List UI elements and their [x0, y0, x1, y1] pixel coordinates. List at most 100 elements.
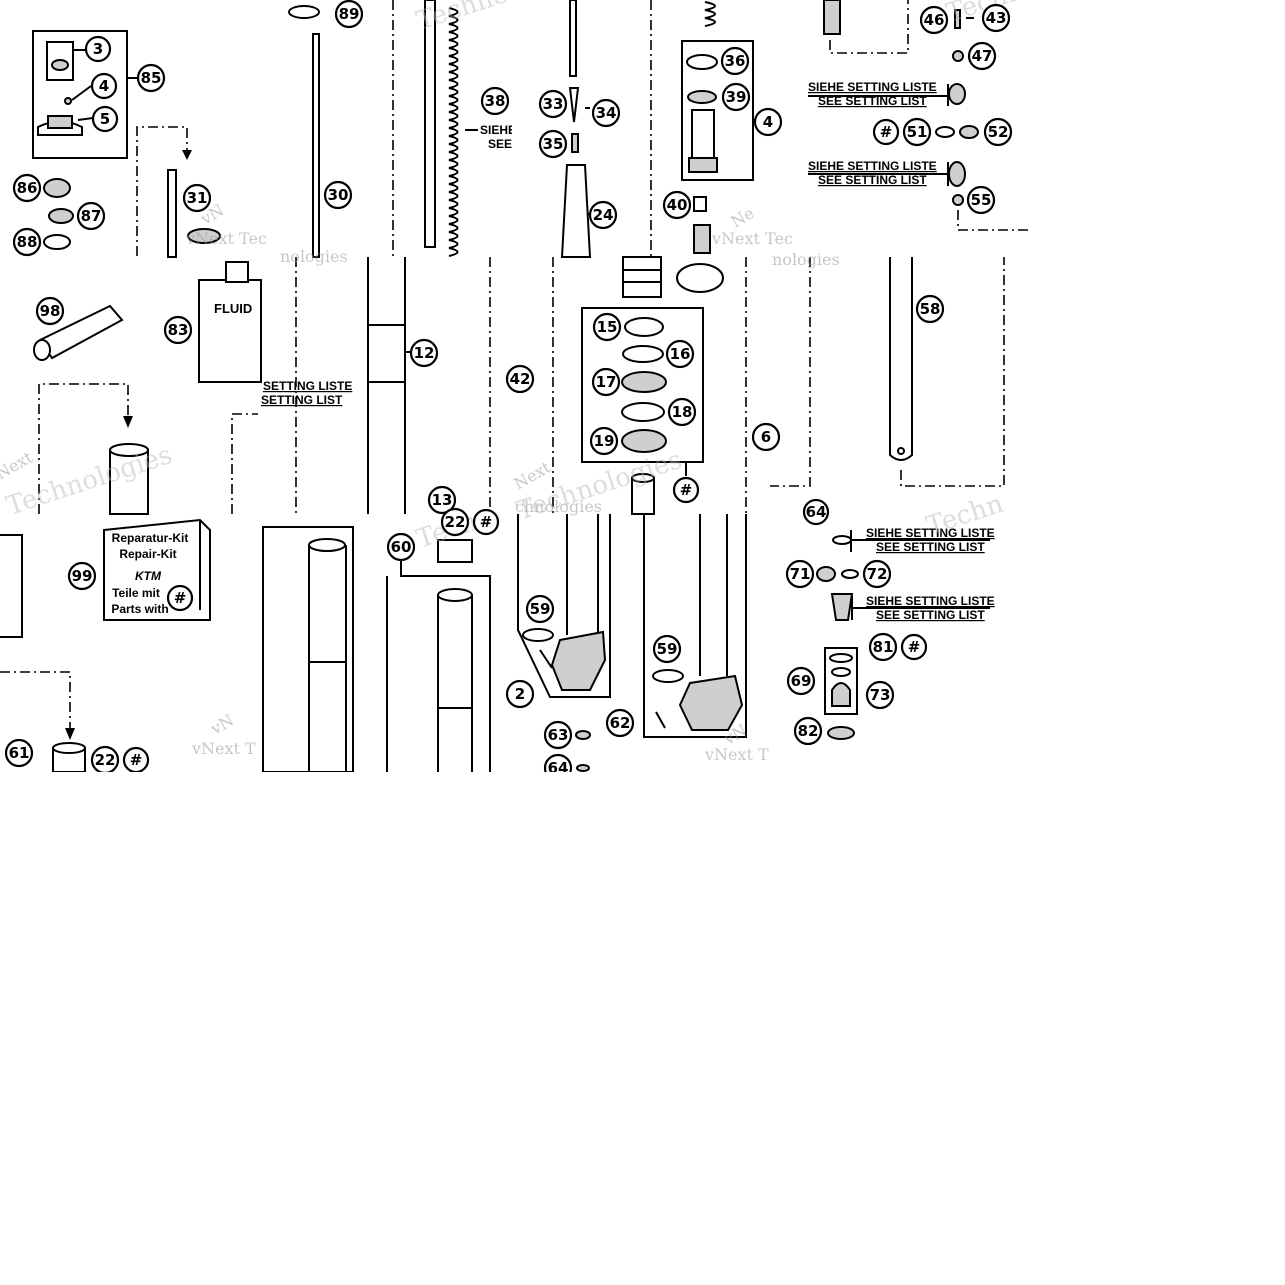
- callout-15: 15: [592, 312, 622, 342]
- callout-3: 3: [84, 35, 112, 63]
- part-19: [621, 429, 667, 453]
- part-98-cap: [33, 339, 51, 361]
- part-fork-leg-right: [699, 514, 728, 676]
- part-51-washer: [935, 126, 955, 138]
- svg-text:38: 38: [485, 92, 506, 110]
- part-35: [571, 133, 579, 153]
- svg-text:86: 86: [17, 179, 38, 197]
- part-36: [686, 54, 718, 70]
- svg-text:52: 52: [988, 123, 1009, 141]
- setting-label-de-short: SIEHE: [480, 123, 516, 137]
- part-88: [43, 234, 71, 250]
- frame-60: [400, 560, 491, 772]
- callout-18: 18: [667, 397, 697, 427]
- part-30-rod: [312, 33, 320, 258]
- callout-58: 58: [915, 294, 945, 324]
- part-tube-r2c3-top: [631, 473, 655, 483]
- svg-text:55: 55: [971, 191, 992, 209]
- part-needle-rod: [569, 0, 577, 77]
- svg-text:60: 60: [391, 538, 412, 556]
- part-16: [622, 345, 664, 363]
- tile-r1-c1: SIEHE SEE: [32, 0, 516, 258]
- part-63: [575, 730, 591, 740]
- tile-r3-c1: Reparatur-Kit Repair-Kit KTM Teile mit P…: [0, 518, 491, 772]
- svg-text:35: 35: [543, 135, 564, 153]
- callout-hash-kit: #: [672, 476, 700, 504]
- part-47: [952, 50, 964, 62]
- callout-39: 39: [721, 82, 751, 112]
- part-inner-tube-1-top: [308, 538, 346, 552]
- part-62-bolt: [655, 711, 666, 729]
- dash-route-31: [136, 126, 188, 256]
- callout-36: 36: [720, 46, 750, 76]
- svg-text:85: 85: [141, 69, 162, 87]
- part-spring-mini: [693, 224, 711, 254]
- callout-98: 98: [35, 296, 65, 326]
- part-setting-washer-top: [832, 535, 852, 545]
- part-33-needle: [568, 87, 580, 123]
- callout-edge-22: 22: [440, 507, 470, 537]
- callout-63: 63: [543, 720, 573, 750]
- dash-route-99: [0, 671, 71, 730]
- svg-text:#: #: [130, 751, 143, 769]
- svg-text:2: 2: [515, 685, 525, 703]
- svg-text:58: 58: [920, 300, 941, 318]
- watermark-vnext-3: vNext T: [191, 739, 256, 758]
- svg-text:51: 51: [907, 123, 928, 141]
- watermark-chnologies: chnologies: [515, 497, 602, 516]
- callout-35: 35: [538, 129, 568, 159]
- svg-text:12: 12: [414, 344, 435, 362]
- callout-hash-edge: #: [472, 508, 500, 536]
- setting-label-en-2: SEE SETTING LIST: [818, 173, 927, 187]
- part-59-oring-left: [522, 628, 554, 642]
- part-38-spring: [448, 7, 459, 257]
- watermark-techno-1: Techno: [413, 0, 512, 37]
- callout-72: 72: [862, 559, 892, 589]
- svg-text:4: 4: [99, 77, 109, 95]
- svg-text:46: 46: [924, 11, 945, 29]
- setting-label-de-3: SIEHE SETTING LISTE: [866, 526, 995, 540]
- dash-route-98: [38, 383, 129, 514]
- part-valve-body: [691, 109, 715, 161]
- part-rod-top-r1c4: [823, 0, 841, 35]
- part-setting-cone: [830, 593, 854, 621]
- part-55: [952, 194, 964, 206]
- part-86: [43, 178, 71, 198]
- dash-route-55: [957, 210, 1030, 231]
- callout-34: 34: [591, 98, 621, 128]
- part-cylinder-top: [109, 443, 149, 457]
- svg-text:19: 19: [594, 432, 615, 450]
- part-59-oring-right: [652, 669, 684, 683]
- callout-33: 33: [538, 89, 568, 119]
- part-12-tube: [367, 257, 406, 514]
- callout-17: 17: [591, 367, 621, 397]
- tile-r1-c4: SIEHE SETTING LISTE SEE SETTING LIST SIE…: [808, 0, 1030, 231]
- callout-22: 22: [90, 745, 120, 772]
- part-58-hole: [897, 447, 905, 455]
- svg-text:87: 87: [81, 207, 102, 225]
- callout-hash-81: #: [900, 633, 928, 661]
- part-71: [816, 566, 836, 582]
- part-58-tube: [889, 257, 913, 461]
- part-seal-ring-top: [676, 263, 724, 293]
- svg-text:59: 59: [530, 600, 551, 618]
- callout-81: 81: [868, 632, 898, 662]
- setting-label-en-3: SEE SETTING LIST: [876, 540, 985, 554]
- tile-r2-c3: [552, 256, 747, 515]
- setting-label-en-4: SEE SETTING LIST: [876, 608, 985, 622]
- setting-label-de-1: SIEHE SETTING LISTE: [808, 80, 937, 94]
- svg-text:#: #: [680, 481, 693, 499]
- callout-73: 73: [865, 680, 895, 710]
- callout-40: 40: [662, 190, 692, 220]
- part-60-tube: [437, 595, 473, 772]
- kit-brand-logo: KTM: [135, 569, 162, 583]
- part-fork-foot-right: [678, 674, 744, 731]
- leader-4: [71, 85, 92, 101]
- callout-62: 62: [605, 708, 635, 738]
- svg-text:34: 34: [596, 104, 617, 122]
- svg-text:61: 61: [9, 744, 30, 762]
- watermark-nologies-1: nologies: [280, 247, 348, 266]
- svg-text:88: 88: [17, 233, 38, 251]
- part-inner-tube-1: [308, 545, 347, 772]
- fluid-label: FLUID: [214, 301, 252, 316]
